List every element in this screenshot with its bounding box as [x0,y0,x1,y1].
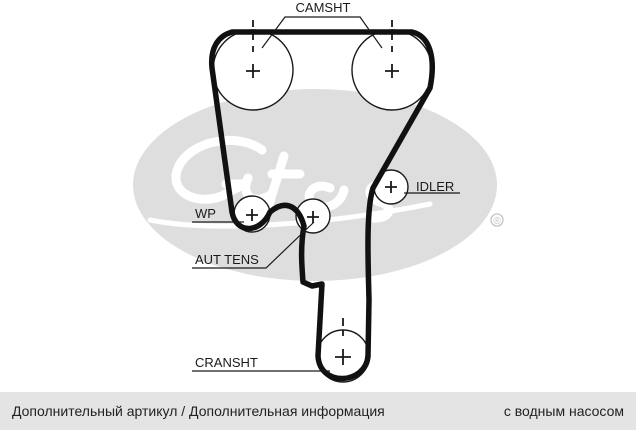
additional-info-label: Дополнительный артикул / Дополнительная … [12,403,385,419]
idler-pulley [373,169,409,205]
auto-tensioner-label: AUT TENS [195,252,259,267]
idler-label: IDLER [416,179,454,194]
timing-belt [208,29,435,382]
registered-mark-icon: ® [490,213,504,227]
belt-routing-diagram: ® [133,0,504,383]
additional-info-value: с водным насосом [503,403,624,419]
footer-bar: Дополнительный артикул / Дополнительная … [0,392,636,430]
crankshaft-label: CRANSHT [195,355,258,370]
leader-lines [192,16,460,372]
camshaft-label: CAMSHT [296,0,351,15]
registered-mark: ® [493,216,501,227]
water-pump-label: WP [195,206,216,221]
